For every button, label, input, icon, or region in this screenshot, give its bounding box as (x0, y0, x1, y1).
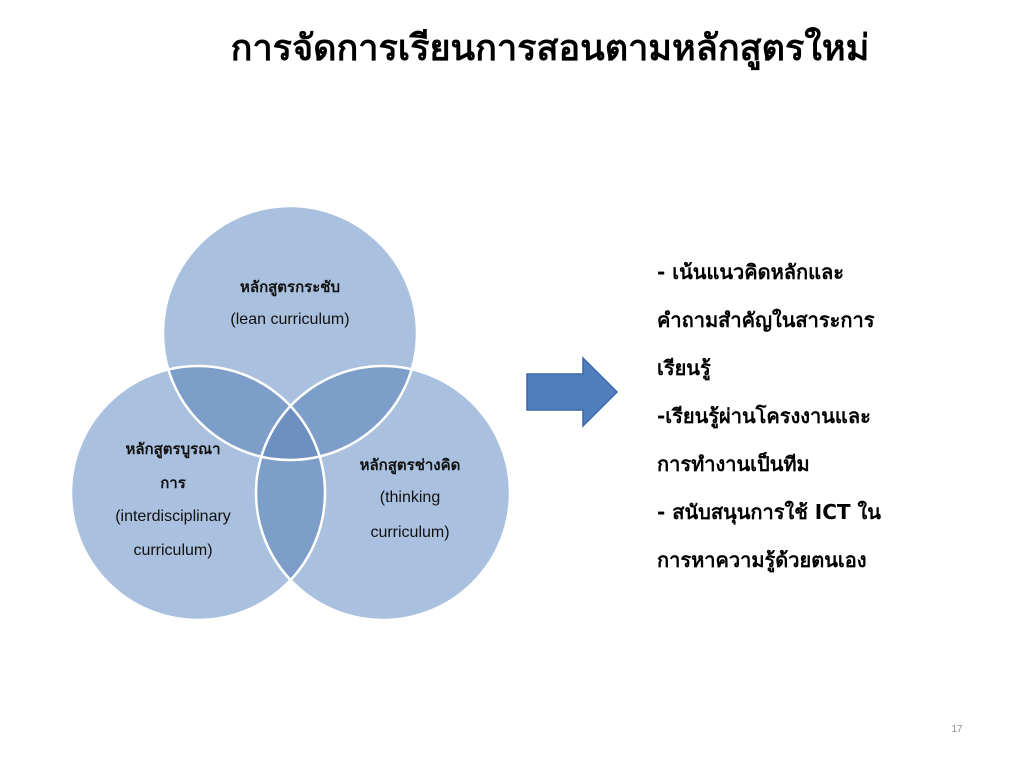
venn-label-lean-thai: หลักสูตรกระชับ (239, 278, 340, 296)
bullet-line: คำถามสำคัญในสาระการ (657, 308, 875, 332)
bullet-list: - เน้นแนวคิดหลักและ คำถามสำคัญในสาระการ … (657, 248, 987, 584)
venn-label-thinking-english-1: (thinking (379, 489, 441, 506)
venn-overlap-lean-interdisciplinary (163, 366, 325, 460)
venn-label-lean-english: (lean curriculum) (230, 311, 350, 328)
bullet-line: เรียนรู้ (657, 356, 711, 380)
venn-outline-thinking (254, 364, 512, 622)
right-arrow-icon (526, 356, 619, 428)
venn-label-thinking-thai: หลักสูตรช่างคิด (359, 456, 461, 474)
venn-label-lean: หลักสูตรกระชับ (lean curriculum) (190, 272, 390, 338)
venn-label-interdisciplinary-english-1: (interdisciplinary (115, 508, 231, 525)
venn-label-interdisciplinary-thai-2: การ (160, 474, 186, 492)
page-number: 17 (951, 724, 963, 735)
bullet-line: - เน้นแนวคิดหลักและ (657, 260, 845, 284)
bullet-line: การหาความรู้ด้วยตนเอง (657, 548, 867, 572)
bullet-line: -เรียนรู้ผ่านโครงงานและ (657, 404, 871, 428)
bullet-line: การทำงานเป็นทีม (657, 452, 810, 476)
bullet-line: - สนับสนุนการใช้ ICT ใน (657, 500, 881, 524)
venn-outline-interdisciplinary (69, 364, 327, 622)
venn-overlap-lean-thinking (256, 366, 417, 460)
venn-label-interdisciplinary-thai-1: หลักสูตรบูรณา (125, 440, 221, 458)
venn-label-thinking-english-2: curriculum) (370, 524, 450, 541)
venn-label-interdisciplinary: หลักสูตรบูรณา การ (interdisciplinary cur… (88, 432, 258, 568)
venn-outline-lean (161, 204, 419, 462)
venn-label-interdisciplinary-english-2: curriculum) (133, 542, 213, 559)
slide-title: การจัดการเรียนการสอนตามหลักสูตรใหม่ (230, 27, 870, 69)
venn-label-thinking: หลักสูตรช่างคิด (thinking curriculum) (320, 450, 500, 550)
